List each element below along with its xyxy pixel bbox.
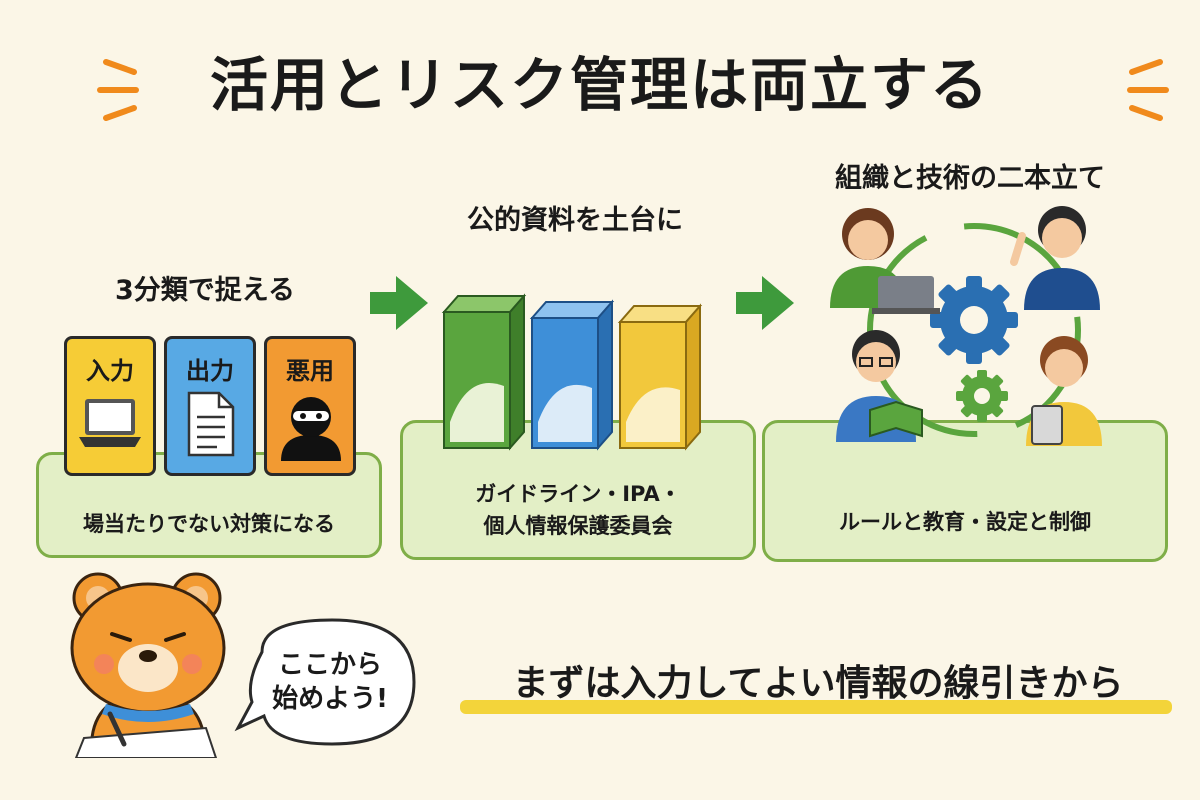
speech-bubble xyxy=(234,618,416,746)
step2-platform-label: ガイドライン・IPA・ 個人情報保護委員会 xyxy=(400,478,756,542)
page-title: 活用とリスク管理は両立する xyxy=(209,51,990,119)
man-reading-person xyxy=(836,330,923,442)
step1-heading: 3分類で捉える xyxy=(115,275,295,306)
step3-platform-label: ルールと教育・設定と制御 xyxy=(839,510,1091,534)
category-card-output: 出力 xyxy=(164,336,256,476)
burglar-icon xyxy=(281,397,341,461)
books-group xyxy=(441,293,703,451)
woman-laptop-person xyxy=(830,208,940,314)
document-icon xyxy=(187,391,235,457)
woman-clipboard-person xyxy=(1026,336,1102,446)
green-book-icon xyxy=(441,293,527,451)
category-label: 出力 xyxy=(186,357,234,385)
arrow-right-icon xyxy=(370,276,428,330)
category-label: 入力 xyxy=(86,357,134,385)
step2-platform-label-line2: 個人情報保護委員会 xyxy=(483,514,673,538)
blue-book-icon xyxy=(529,299,615,451)
team-illustration xyxy=(830,206,1102,446)
bear-mascot-icon xyxy=(70,572,226,758)
arrow-right-icon xyxy=(736,276,794,330)
step1-platform-label: 場当たりでない対策になる xyxy=(83,512,335,536)
category-label: 悪用 xyxy=(286,357,334,385)
cycle-ring xyxy=(867,223,1081,437)
speech-line-2: 始めよう! xyxy=(272,684,388,714)
left-sparkle-icon xyxy=(97,59,139,121)
call-to-action: まずは入力してよい情報の線引きから xyxy=(512,663,1124,704)
step2-platform-label-line1: ガイドライン・IPA・ xyxy=(475,482,681,506)
man-pointing-person xyxy=(1010,206,1100,310)
step3-heading: 組織と技術の二本立て xyxy=(835,163,1105,194)
speech-bubble-text: ここから 始めよう! xyxy=(250,648,410,716)
category-card-misuse: 悪用 xyxy=(264,336,356,476)
yellow-book-icon xyxy=(617,303,703,451)
cta-highlight xyxy=(460,700,1172,714)
right-sparkle-icon xyxy=(1127,59,1169,121)
speech-line-1: ここから xyxy=(277,650,382,680)
category-card-input: 入力 xyxy=(64,336,156,476)
step2-heading: 公的資料を土台に xyxy=(467,205,683,236)
laptop-icon xyxy=(79,399,141,447)
green-gear-icon xyxy=(956,370,1008,422)
blue-gear-icon xyxy=(930,276,1018,364)
